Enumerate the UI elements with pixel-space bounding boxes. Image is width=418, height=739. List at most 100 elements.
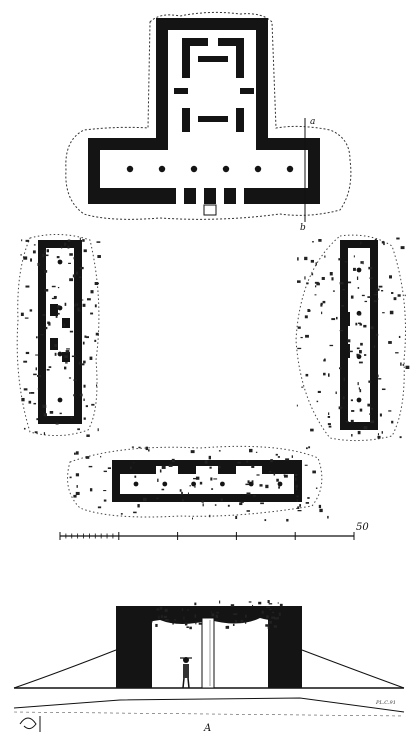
rubble-speck [43,413,47,417]
scale-end-label: 50 [356,522,369,533]
main-pillars [126,165,294,173]
rubble-speck [297,326,301,329]
rubble-speck [33,402,37,405]
rubble-speck [291,455,293,458]
rubble-speck [235,619,237,623]
ground-hatch [13,711,405,717]
rubble-speck [159,607,161,609]
rubble-speck [155,623,158,627]
rubble-speck [283,474,288,478]
rubble-speck [63,323,65,327]
rubble-speck [268,603,273,605]
rubble-speck [311,273,314,276]
rubble-speck [44,250,46,253]
rubble-speck [69,278,74,282]
rubble-speck [251,480,254,484]
rubble-speck [283,474,286,476]
rubble-speck [362,261,364,265]
rubble-speck [391,292,394,294]
rubble-speck [344,261,348,263]
rubble-speck [360,241,362,245]
rubble-speck [321,276,325,280]
rubble-speck [191,517,193,520]
rubble-speck [327,373,330,377]
rubble-speck [86,434,90,437]
column [201,617,215,689]
rubble-speck [88,465,93,468]
rubble-speck [350,399,353,402]
rubble-speck [210,477,213,481]
rubble-speck [371,407,374,410]
pillar [190,165,198,173]
rubble-speck [69,253,73,256]
rubble-speck [358,322,361,324]
rubble-speck [377,374,379,378]
rubble-speck [265,484,269,489]
rubble-speck [331,277,334,281]
rubble-speck [82,303,86,307]
rubble-speck [49,410,54,414]
rubble-speck [359,323,363,326]
rubble-speck [142,497,147,502]
rubble-speck [318,239,322,242]
rubble-speck [156,608,160,611]
human-figure [180,657,192,689]
rubble-speck [341,305,344,307]
rubble-speck [355,322,358,326]
rubble-speck [252,604,254,608]
rubble-speck [211,613,215,617]
rubble-speck [90,290,94,294]
rubble-speck [258,601,262,605]
left-cave-block-2 [62,318,70,328]
pillar [57,397,63,403]
partition-3 [182,38,190,78]
rubble-speck [351,410,355,412]
rubble-speck [388,341,392,344]
rubble-speck [68,377,72,379]
rubble-speck [374,238,377,241]
rubble-speck [323,359,326,362]
rubble-speck [264,519,267,522]
rubble-speck [367,296,371,298]
rubble-speck [348,350,353,353]
rubble-speck [215,614,218,618]
rubble-speck [368,266,373,270]
rubble-speck [240,619,244,624]
right-cave-block-2 [340,344,350,358]
rubble-speck [23,256,28,260]
rock-outline-right [295,234,406,442]
rubble-speck [66,348,70,350]
rubble-speck [75,271,79,275]
rubble-speck [373,345,376,348]
pillar [254,165,262,173]
rubble-speck [235,515,238,519]
rubble-speck [148,449,150,452]
rubble-speck [57,286,60,289]
rubble-speck [48,366,52,368]
rubble-speck [95,332,99,336]
rubble-speck [57,312,60,315]
rubble-speck [304,315,308,319]
rubble-speck [90,312,94,315]
rubble-speck [323,372,326,376]
rubble-speck [86,336,90,339]
rubble-speck [42,404,47,408]
rubble-speck [89,356,93,360]
rubble-speck [65,362,68,364]
rubble-speck [268,620,272,624]
rubble-speck [244,614,247,618]
rubble-speck [339,367,342,370]
rubble-speck [307,497,310,499]
rubble-speck [361,294,365,297]
rubble-speck [246,492,251,496]
rubble-speck [286,518,289,522]
rubble-speck [314,285,317,288]
rubble-speck [159,469,162,473]
rubble-speck [310,428,314,432]
rubble-speck [389,310,394,315]
rubble-speck [270,459,273,463]
rubble-speck [151,621,153,623]
rubble-speck [83,417,86,420]
rubble-speck [237,461,241,464]
rubble-speck [179,489,182,492]
